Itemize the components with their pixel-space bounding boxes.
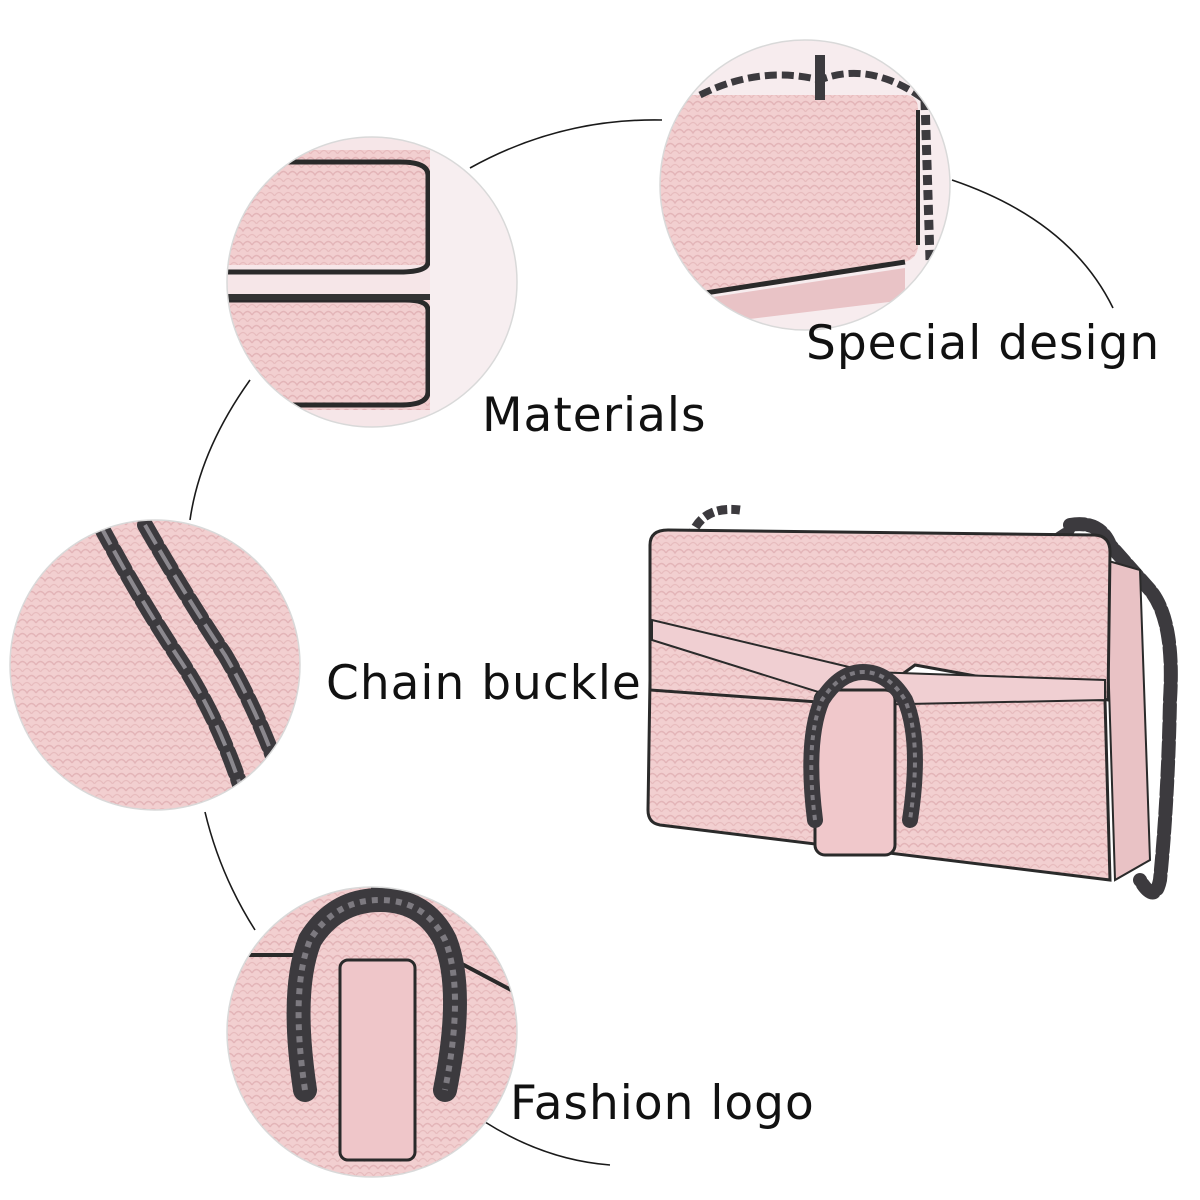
special-design-closeup (659, 39, 951, 331)
connector-chain-fashion (204, 811, 256, 931)
chain-buckle-closeup (9, 519, 301, 811)
connector-materials-chain (189, 379, 251, 521)
connector-fashion-label (484, 1121, 611, 1166)
connector-lines (189, 119, 1114, 1166)
label-chain-buckle: Chain buckle (326, 656, 642, 711)
label-materials: Materials (482, 388, 707, 443)
label-special-design: Special design (806, 316, 1161, 371)
connector-special-label (951, 179, 1114, 309)
fashion-logo-closeup (226, 886, 518, 1178)
materials-closeup (226, 136, 518, 428)
label-fashion-logo: Fashion logo (510, 1076, 815, 1131)
connector-materials-special (469, 119, 663, 169)
pink-crossbody-bag-icon (646, 504, 1178, 900)
